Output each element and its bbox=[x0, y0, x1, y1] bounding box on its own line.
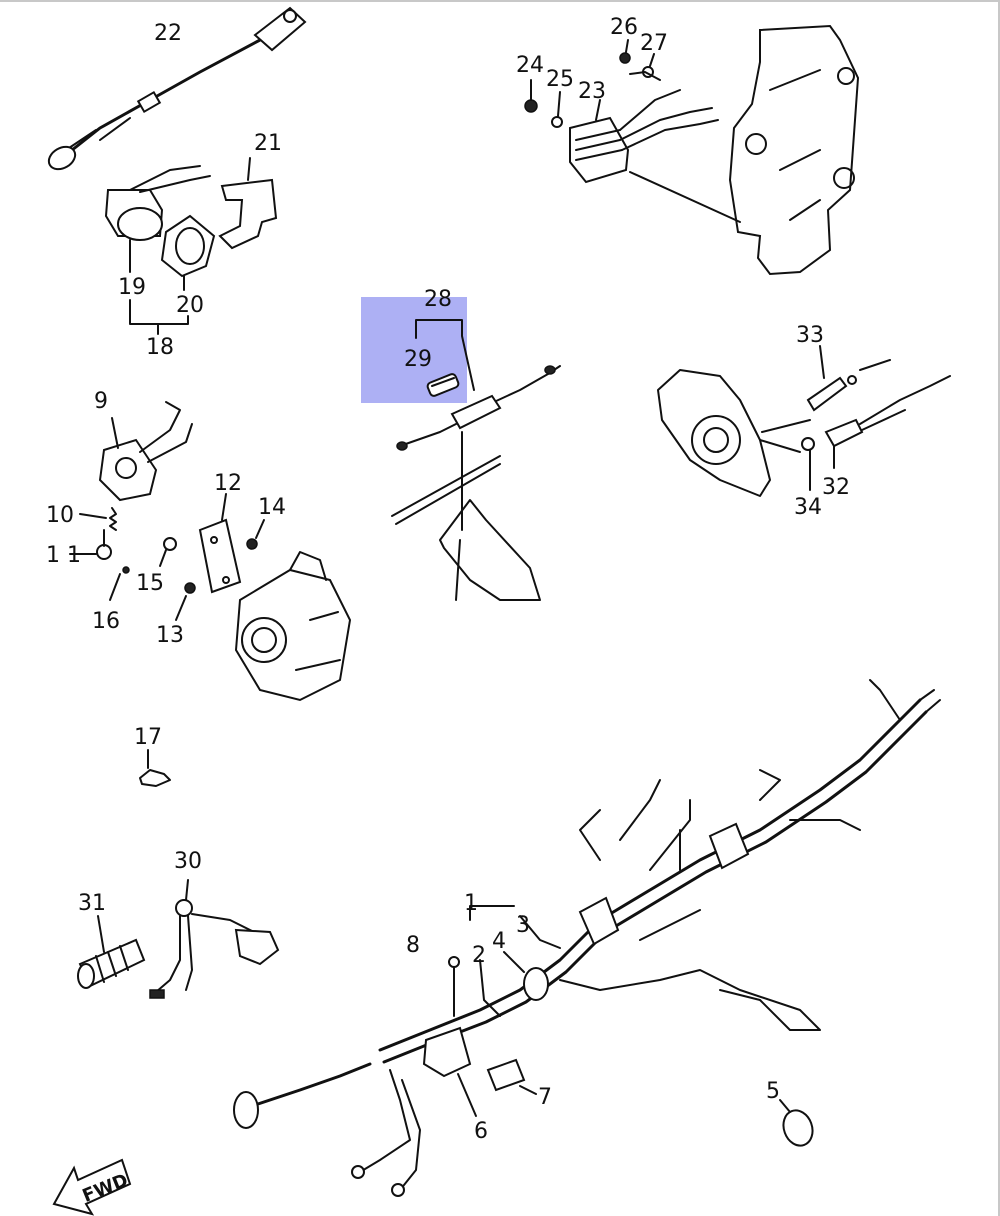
label-30[interactable]: 30 bbox=[174, 849, 202, 874]
part-15-screw[interactable] bbox=[159, 537, 177, 567]
bracket-18 bbox=[129, 299, 189, 335]
label-6[interactable]: 6 bbox=[474, 1119, 488, 1144]
label-4[interactable]: 4 bbox=[492, 929, 506, 954]
label-1[interactable]: 1 bbox=[464, 891, 478, 916]
part-20-coil-holder[interactable] bbox=[160, 214, 216, 291]
part-25-washer[interactable] bbox=[551, 91, 563, 128]
part-9-sensor[interactable] bbox=[98, 401, 193, 502]
part-29-fuse[interactable] bbox=[426, 373, 460, 397]
part-10-spring[interactable] bbox=[79, 507, 117, 531]
label-3[interactable]: 3 bbox=[516, 913, 530, 938]
part-32-sensor[interactable] bbox=[824, 375, 951, 469]
label-29[interactable]: 29 bbox=[404, 347, 432, 372]
part-26-nut[interactable] bbox=[619, 39, 631, 64]
part-11-screw[interactable] bbox=[69, 529, 112, 560]
label-16[interactable]: 16 bbox=[92, 609, 120, 634]
label-28[interactable]: 28 bbox=[424, 287, 452, 312]
label-22[interactable]: 22 bbox=[154, 21, 182, 46]
label-11[interactable]: 1 1 bbox=[46, 543, 81, 568]
label-2[interactable]: 2 bbox=[472, 943, 486, 968]
cdi-mounting-plate bbox=[629, 24, 860, 276]
engine-cover-plate bbox=[657, 369, 811, 497]
label-8[interactable]: 8 bbox=[406, 933, 420, 958]
label-31[interactable]: 31 bbox=[78, 891, 106, 916]
part-33-clip[interactable] bbox=[806, 345, 891, 412]
label-20[interactable]: 20 bbox=[176, 293, 204, 318]
label-5[interactable]: 5 bbox=[766, 1079, 780, 1104]
label-33[interactable]: 33 bbox=[796, 323, 824, 348]
part-30-switch[interactable] bbox=[149, 879, 280, 999]
part-22-cable[interactable] bbox=[45, 6, 307, 174]
label-27[interactable]: 27 bbox=[640, 31, 668, 56]
label-25[interactable]: 25 bbox=[546, 67, 574, 92]
part-24-screw[interactable] bbox=[524, 79, 538, 113]
part-27-washer[interactable] bbox=[629, 53, 661, 81]
label-24[interactable]: 24 bbox=[516, 53, 544, 78]
label-7[interactable]: 7 bbox=[538, 1085, 552, 1110]
label-21[interactable]: 21 bbox=[254, 131, 282, 156]
carburetor bbox=[234, 551, 352, 702]
part-31-grommet[interactable] bbox=[77, 915, 146, 989]
label-23[interactable]: 23 bbox=[578, 79, 606, 104]
label-9[interactable]: 9 bbox=[94, 389, 108, 414]
label-17[interactable]: 17 bbox=[134, 725, 162, 750]
label-15[interactable]: 15 bbox=[136, 571, 164, 596]
part-2-cable[interactable] bbox=[479, 959, 501, 1017]
part-23-rectifier[interactable] bbox=[569, 89, 719, 184]
label-18[interactable]: 18 bbox=[146, 335, 174, 360]
part-4-grommet[interactable] bbox=[503, 951, 549, 1001]
part-19-coil[interactable] bbox=[104, 165, 211, 273]
battery-cables bbox=[233, 1062, 421, 1197]
part-labels: 22 21 19 20 18 24 25 23 26 27 28 29 33 3… bbox=[46, 15, 850, 1144]
part-8-screw[interactable] bbox=[448, 956, 460, 1017]
part-13-nut[interactable] bbox=[175, 582, 196, 621]
label-32[interactable]: 32 bbox=[822, 475, 850, 500]
part-6-holder[interactable] bbox=[422, 1026, 477, 1117]
part-28-fuse-holder[interactable] bbox=[391, 365, 561, 601]
part-14-nut[interactable] bbox=[246, 519, 265, 550]
label-13[interactable]: 13 bbox=[156, 623, 184, 648]
fwd-arrow-icon: FWD bbox=[52, 1158, 132, 1216]
part-1-wire-harness[interactable] bbox=[378, 679, 941, 1064]
part-5-cap[interactable] bbox=[779, 1099, 818, 1150]
part-34-nut[interactable] bbox=[801, 437, 815, 491]
label-10[interactable]: 10 bbox=[46, 503, 74, 528]
part-16-washer[interactable] bbox=[109, 566, 130, 601]
part-12-plate[interactable] bbox=[198, 493, 242, 594]
bracket-28 bbox=[415, 319, 475, 391]
label-26[interactable]: 26 bbox=[610, 15, 638, 40]
part-7-clamp[interactable] bbox=[486, 1058, 537, 1095]
part-21-bracket[interactable] bbox=[218, 157, 278, 250]
label-14[interactable]: 14 bbox=[258, 495, 286, 520]
label-19[interactable]: 19 bbox=[118, 275, 146, 300]
label-34[interactable]: 34 bbox=[794, 495, 822, 520]
part-3-cable[interactable] bbox=[469, 905, 561, 949]
part-17-clip[interactable] bbox=[139, 749, 171, 787]
label-12[interactable]: 12 bbox=[214, 471, 242, 496]
